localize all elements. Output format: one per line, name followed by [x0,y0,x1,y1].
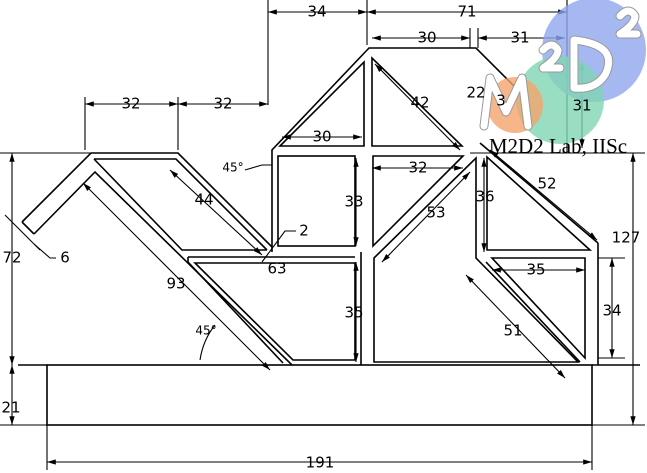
dim-top-30: 30 [417,29,436,47]
dim-band-22: 22 [466,84,485,102]
cell-35 [193,262,356,361]
arm-93-outer [33,170,293,366]
watermark-text: M2D2 Lab, IISc [489,134,627,158]
dim-mid-32: 32 [213,95,232,113]
dimension-labels: 34 71 30 31 32 32 30 22 3 42 31 M2D2 Lab… [1,3,640,472]
dim-top-34: 34 [307,3,326,21]
dim-left-32: 32 [121,95,140,113]
dim-right-34: 34 [602,302,621,320]
m2d2-logo [479,0,646,144]
dim-diag-42: 42 [410,94,429,112]
dim-diag-53: 53 [426,204,445,222]
dim-angle-top: 45° [222,161,243,175]
dim-vert-36: 36 [475,188,494,206]
dim-total-191: 191 [306,454,335,472]
dim-box-35h: 35 [526,261,545,279]
dim-thick-6: 6 [60,249,70,267]
dim-inner-30: 30 [312,128,331,146]
dim-top-31: 31 [510,29,529,47]
dim-diag-51: 51 [503,322,522,340]
dim-right-31: 31 [572,97,591,115]
dim-box-32: 32 [408,159,427,177]
dim-angle-bottom: 45° [195,324,216,338]
dim-len-63: 63 [267,260,286,278]
cell-52-triangle [486,155,593,251]
dim-base-21: 21 [1,399,20,417]
dim-left-72: 72 [2,249,21,267]
dim-diag-44: 44 [194,191,213,209]
base-plate [46,364,593,426]
dim-band-3: 3 [496,92,506,110]
dim-gap-2: 2 [299,222,309,240]
dim-box-33: 33 [344,193,363,211]
logo-lettering [479,6,642,131]
dim-total-127: 127 [612,229,641,247]
cell-30-triangle [278,60,365,147]
dim-diag-52: 52 [537,175,556,193]
dim-diag-93: 93 [166,275,185,293]
dim-top-71: 71 [457,3,476,21]
dim-box-35v: 35 [344,304,363,322]
cell-33 [277,155,356,247]
